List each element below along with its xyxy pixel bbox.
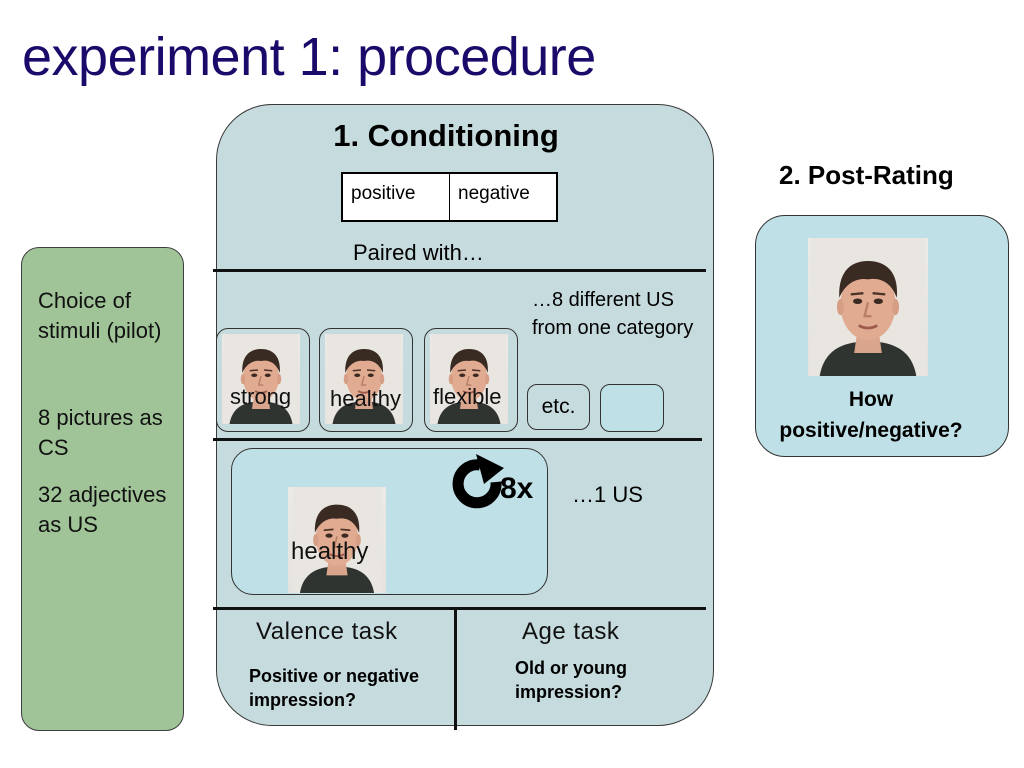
trial-word: healthy bbox=[291, 538, 369, 565]
us-note: …8 different US from one category bbox=[532, 289, 694, 339]
one-us-label: …1 US bbox=[572, 482, 643, 507]
post-rating-question: How positive/negative? bbox=[779, 388, 963, 442]
valence-task-question: Positive or negative impression? bbox=[249, 666, 420, 710]
valence-table: positive negative bbox=[341, 172, 558, 222]
divider-bottom bbox=[213, 607, 706, 610]
cs-word-healthy: healthy bbox=[330, 386, 401, 411]
valence-cell-negative: negative bbox=[449, 174, 556, 220]
conditioning-title: 1. Conditioning bbox=[333, 118, 559, 153]
cs-word-strong: strong bbox=[230, 384, 292, 409]
pilot-panel bbox=[21, 247, 184, 731]
repeat-count: 8x bbox=[500, 472, 534, 505]
face-photo bbox=[222, 334, 300, 424]
divider-top bbox=[213, 269, 706, 272]
paired-with-label: Paired with… bbox=[353, 240, 484, 265]
empty-box bbox=[600, 384, 664, 432]
cs-word-flexible: flexible bbox=[433, 384, 502, 409]
pilot-choice-text: Choice of stimuli (pilot) bbox=[38, 288, 162, 343]
pilot-cs-text: 8 pictures as CS bbox=[38, 405, 163, 460]
face-photo bbox=[325, 334, 403, 424]
face-photo bbox=[288, 487, 386, 593]
divider-middle bbox=[213, 438, 702, 441]
age-task-question: Old or young impression? bbox=[515, 658, 627, 702]
post-rating-title: 2. Post-Rating bbox=[779, 160, 954, 190]
face-photo bbox=[430, 334, 508, 424]
task-divider bbox=[454, 607, 457, 730]
etc-box: etc. bbox=[527, 384, 590, 430]
face-photo bbox=[808, 238, 928, 376]
age-task-title: Age task bbox=[522, 618, 620, 645]
valence-task-title: Valence task bbox=[256, 618, 398, 645]
valence-cell-positive: positive bbox=[351, 183, 416, 204]
slide-title: experiment 1: procedure bbox=[22, 27, 596, 87]
circular-arrow-icon bbox=[452, 454, 504, 509]
pilot-us-text: 32 adjectives as US bbox=[38, 482, 167, 537]
